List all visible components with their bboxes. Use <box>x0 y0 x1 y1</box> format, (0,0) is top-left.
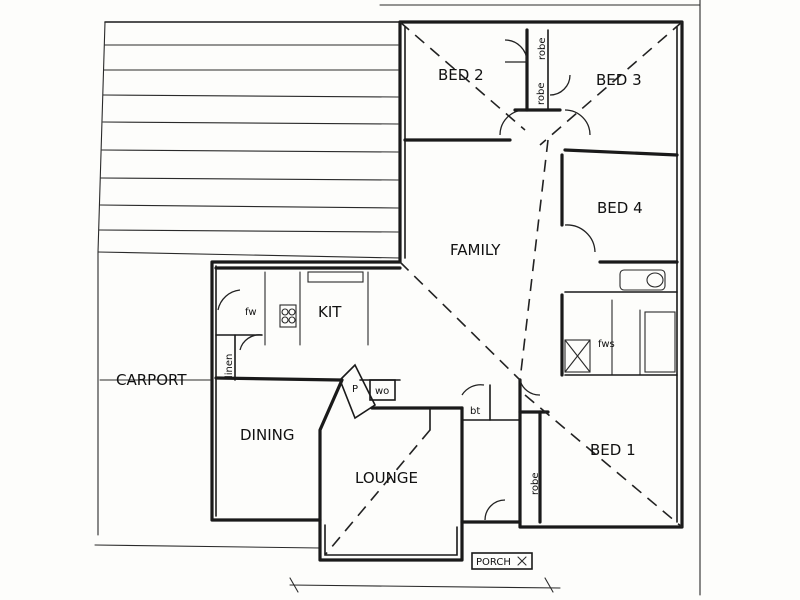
interior-walls <box>214 28 679 524</box>
fridge-label: fw <box>245 307 257 318</box>
room-dining: DINING <box>240 426 294 444</box>
porch-box <box>471 552 533 570</box>
carport-roof-hatching <box>97 21 401 259</box>
room-bed4: BED 4 <box>597 199 643 217</box>
room-kit: KIT <box>318 303 342 321</box>
room-bed2: BED 2 <box>438 66 484 84</box>
door-swings <box>217 39 596 521</box>
diagonal-dashed-lines <box>324 21 683 556</box>
robe-bed3-label: robe <box>536 82 547 105</box>
carport-outline <box>94 251 321 549</box>
room-porch: PORCH <box>476 557 511 568</box>
porch-post-mark <box>517 556 527 566</box>
room-family: FAMILY <box>450 241 501 259</box>
bt-label: bt <box>470 406 480 417</box>
room-carport: CARPORT <box>116 371 187 389</box>
dimension-marks <box>289 0 701 596</box>
exterior-walls <box>210 20 684 562</box>
pantry-label: P <box>352 384 358 395</box>
room-bed1: BED 1 <box>590 441 636 459</box>
linen-label: linen <box>224 354 235 378</box>
room-bed3: BED 3 <box>596 71 642 89</box>
room-lounge: LOUNGE <box>355 469 418 487</box>
robe-bed2-label: robe <box>537 37 548 60</box>
fws-label: fws <box>598 339 615 350</box>
fixtures <box>279 269 676 373</box>
wall-oven-label: wo <box>375 386 389 397</box>
robe-bed1-label: robe <box>530 472 541 495</box>
